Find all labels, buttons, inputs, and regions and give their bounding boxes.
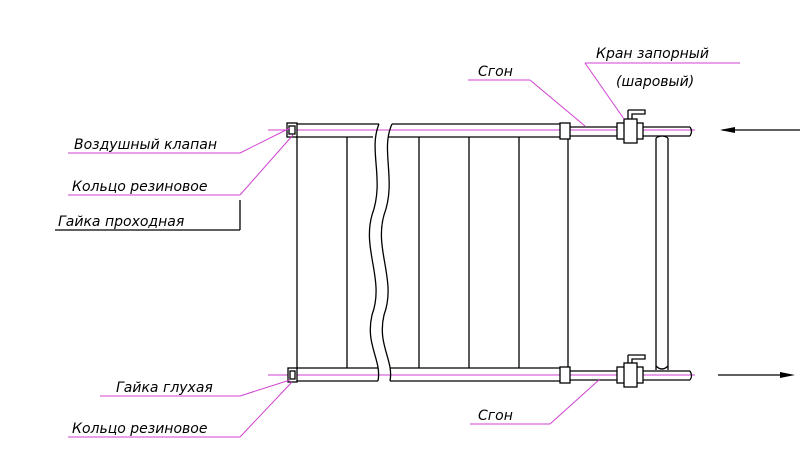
union-top bbox=[559, 122, 571, 140]
label-through-nut: Гайка проходная bbox=[58, 214, 184, 230]
outflow-arrow bbox=[718, 372, 795, 378]
ball-valve-top bbox=[616, 109, 646, 144]
blind-nut-inner bbox=[289, 370, 296, 380]
label-rubber-ring-top: Кольцо резиновое bbox=[72, 179, 207, 195]
label-union-bottom: Сгон bbox=[478, 408, 513, 424]
label-shutoff-valve: Кран запорный bbox=[596, 46, 709, 62]
label-union-top: Сгон bbox=[478, 64, 513, 80]
ball-valve-bottom bbox=[616, 354, 646, 388]
inflow-arrow bbox=[720, 127, 800, 133]
union-bottom bbox=[559, 366, 571, 384]
label-blind-nut: Гайка глухая bbox=[116, 380, 213, 396]
blind-nut bbox=[287, 367, 298, 383]
break-line-right bbox=[380, 123, 393, 382]
air-valve-plug-inner bbox=[288, 125, 296, 135]
break-line-left bbox=[368, 123, 380, 382]
label-air-valve: Воздушный клапан bbox=[74, 137, 217, 153]
bottom-collector bbox=[297, 367, 560, 382]
label-rubber-ring-bottom: Кольцо резиновое bbox=[72, 421, 207, 437]
top-collector bbox=[297, 123, 560, 138]
leader-lines bbox=[68, 62, 740, 438]
bypass-pipe bbox=[655, 135, 669, 370]
label-shutoff-valve-type: (шаровый) bbox=[616, 74, 694, 90]
radiator-sections bbox=[296, 137, 569, 368]
